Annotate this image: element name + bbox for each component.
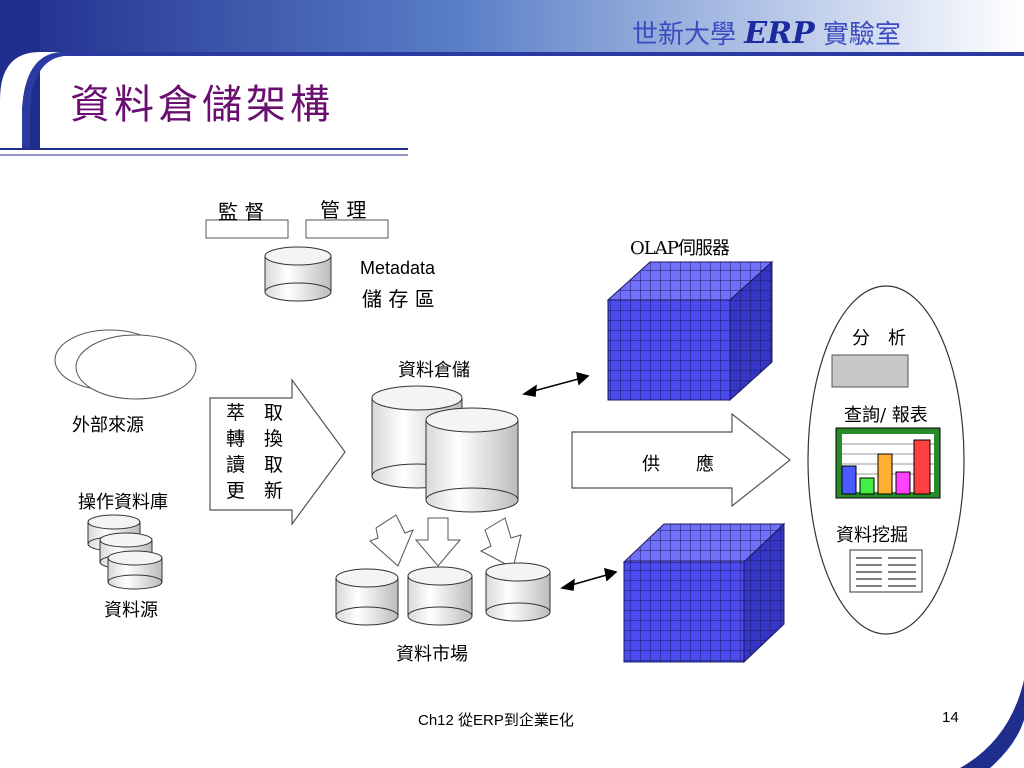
metadata-cylinder <box>264 246 332 302</box>
etl-transform: 轉 換 <box>226 428 284 450</box>
manage-label: 管 理 <box>320 198 367 222</box>
analysis-label: 分 析 <box>852 328 906 349</box>
monitor-label: 監 督 <box>218 200 265 224</box>
external-source-label: 外部來源 <box>72 415 144 436</box>
report-chart-icon <box>835 427 941 499</box>
etl-extract: 萃 取 <box>226 402 284 424</box>
brand-header: 世新大學 ERP 實驗室 <box>632 14 901 51</box>
olap-server-label: OLAP伺服器 <box>630 238 730 259</box>
etl-refresh: 更 新 <box>226 480 284 502</box>
datamart-label: 資料市場 <box>396 644 468 665</box>
slide-title: 資料倉儲架構 <box>70 82 334 128</box>
brand-erp: ERP <box>744 16 815 51</box>
etl-steps: 萃 取 轉 換 讀 取 更 新 <box>226 400 283 504</box>
brand-prefix: 世新大學 <box>632 20 737 50</box>
brand-suffix: 實驗室 <box>822 20 901 50</box>
warehouse-label: 資料倉儲 <box>398 360 470 381</box>
olap-cube-bottom <box>622 522 786 664</box>
document-icon <box>849 549 923 593</box>
page-number: 14 <box>942 709 959 726</box>
operational-db-label: 操作資料庫 <box>78 492 168 513</box>
query-report-label: 查詢/ 報表 <box>844 405 928 426</box>
metadata-label: Metadata <box>360 258 436 278</box>
olap-cube-top <box>606 260 774 402</box>
supply-label: 供 應 <box>642 454 714 475</box>
data-mining-label: 資料挖掘 <box>836 525 908 546</box>
footer-chapter: Ch12 從ERP到企業E化 <box>418 712 574 729</box>
data-source-label: 資料源 <box>104 600 158 621</box>
etl-load: 讀 取 <box>226 454 284 476</box>
metadata-storage-label: 儲 存 區 <box>362 287 435 311</box>
